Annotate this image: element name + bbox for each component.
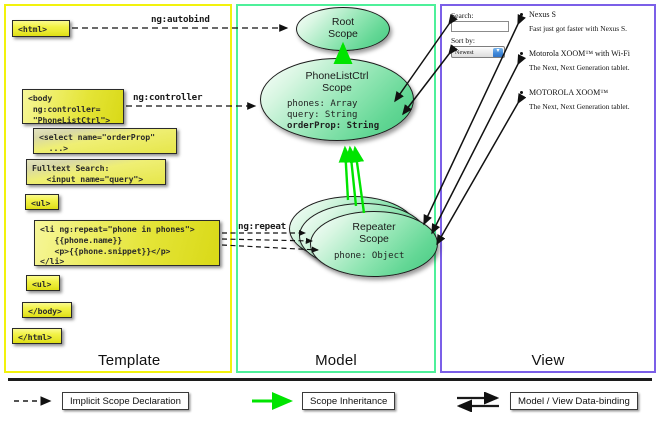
code-box-li-repeat: <li ng:repeat="phone in phones"> {{phone… [34, 220, 220, 266]
phone-list-item: MOTOROLA XOOM™ The Next, Next Generation… [520, 88, 630, 111]
root-scope-title-line1: Root [331, 16, 355, 28]
repeater-prop-phone: phone: Object [334, 250, 405, 261]
phone-snippet: The Next, Next Generation tablet. [529, 63, 630, 72]
root-scope-title-line2: Scope [328, 28, 358, 41]
phone-list-item: Motorola XOOM™ with Wi-Fi The Next, Next… [520, 49, 630, 72]
chevron-updown-icon: ▾ [493, 48, 503, 57]
phone-name: Nexus S [529, 10, 556, 19]
legend-label-scope-inheritance: Scope Inheritance [302, 392, 396, 410]
code-box-body-open: <body ng:controller= "PhoneListCtrl"> [22, 89, 124, 125]
legend: Implicit Scope Declaration Scope Inherit… [0, 378, 660, 421]
view-sort-label: Sort by: [451, 36, 475, 45]
view-sort-select[interactable]: Newest ▾ [451, 46, 505, 58]
phonelistctrl-prop-phones: phones: Array [287, 98, 358, 109]
phone-name: MOTOROLA XOOM™ [529, 88, 609, 97]
phonelistctrl-title-line2: Scope [322, 82, 352, 95]
code-box-select: <select name="orderProp" ...> [33, 128, 177, 154]
legend-double-arrow-icon [456, 391, 500, 413]
view-rendered-app: Search: Sort by: Newest ▾ Nexus S Fast j… [449, 10, 649, 130]
bullet-icon [520, 91, 523, 94]
legend-item-scope-inheritance: Scope Inheritance [250, 392, 396, 415]
repeater-scope-ellipse: Repeater Scope phone: Object [310, 211, 438, 277]
connector-label-controller: ng:controller [133, 92, 203, 103]
legend-item-model-view-data-binding: Model / View Data-binding [455, 391, 638, 417]
legend-label-implicit-scope-declaration: Implicit Scope Declaration [62, 392, 189, 410]
view-sort-selected-value: Newest [455, 49, 474, 56]
legend-divider [8, 378, 652, 381]
code-box-body-close: </body> [22, 302, 72, 318]
phone-list-item: Nexus S Fast just got faster with Nexus … [520, 10, 627, 33]
phonelistctrl-scope-ellipse: PhoneListCtrl Scope phones: Array query:… [260, 58, 414, 141]
phonelistctrl-prop-orderprop: orderProp: String [287, 120, 380, 131]
column-label-model: Model [315, 352, 357, 369]
repeater-scope-title-line2: Scope [359, 233, 389, 246]
legend-label-model-view-data-binding: Model / View Data-binding [510, 392, 638, 410]
column-template: Template [4, 4, 232, 373]
code-box-html-open: <html> [12, 20, 70, 37]
legend-dashed-arrow-icon [14, 396, 52, 406]
code-box-ul-close: <ul> [26, 275, 60, 291]
connector-label-repeat: ng:repeat [238, 221, 286, 232]
repeater-scope-title-line1: Repeater [352, 221, 396, 233]
code-box-ul-open: <ul> [25, 194, 59, 210]
phonelistctrl-title-line1: PhoneListCtrl [305, 70, 369, 82]
phonelistctrl-prop-query: query: String [287, 109, 358, 120]
legend-item-implicit-scope-declaration: Implicit Scope Declaration [12, 392, 189, 415]
view-search-label: Search: [451, 11, 474, 20]
root-scope-ellipse: Root Scope [296, 7, 390, 51]
legend-green-arrow-icon [252, 392, 293, 410]
bullet-icon [520, 52, 523, 55]
code-box-html-close: </html> [12, 328, 62, 344]
column-label-template: Template [98, 352, 161, 369]
code-box-fulltext-search: Fulltext Search: <input name="query"> [26, 159, 166, 185]
phone-name: Motorola XOOM™ with Wi-Fi [529, 49, 630, 58]
phone-snippet: Fast just got faster with Nexus S. [529, 24, 627, 33]
connector-label-autobind: ng:autobind [151, 14, 210, 25]
phone-snippet: The Next, Next Generation tablet. [529, 102, 630, 111]
view-search-input[interactable] [451, 21, 509, 32]
bullet-icon [520, 13, 523, 16]
column-label-view: View [531, 352, 565, 369]
